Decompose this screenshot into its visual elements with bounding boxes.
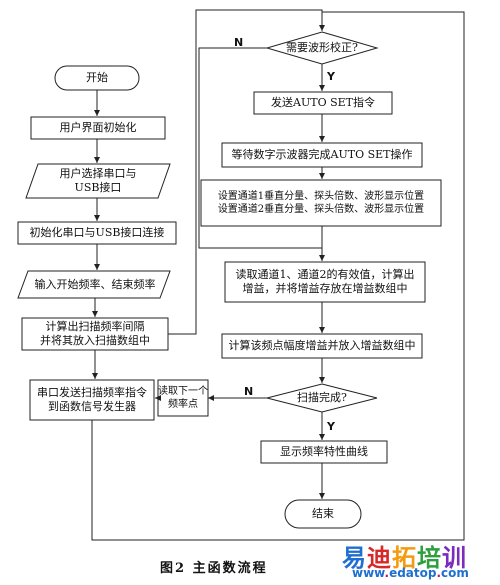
scan-yes-label: Y [327,420,335,433]
calc-gain-label: 计算该频点幅度增益并放入增益数组中 [228,339,416,352]
read-next-point-label: 读取下一个 频率点 [158,386,208,410]
start-node: 开始 [55,66,139,90]
set-channels-node: 设置通道1垂直分量、探头倍数、波形显示位置 设置通道2垂直分量、探头倍数、波形显… [201,180,441,226]
watermark-url-suffix: com [441,566,469,580]
init-ports-connect-label: 初始化串口与USB接口连接 [29,226,165,239]
watermark-url-prefix: www [352,566,385,580]
start-label: 开始 [86,71,108,84]
user-ui-init-shape [30,116,166,140]
serial-send-scan-label: 串口发送扫描频率指令 到函数信号发生器 [37,386,147,413]
edge-to-correct-decision [168,9,325,335]
init-ports-connect-node: 初始化串口与USB接口连接 [18,222,176,244]
calc-scan-interval-node: 计算出扫描频率间隔 并将其放入扫描数组中 [22,318,168,350]
watermark-url-mid: edatop [389,566,437,580]
watermark-brand: 易迪拓培训 [342,538,467,573]
user-select-ports-node: 用户选择串口与 USB接口 [32,164,164,198]
show-curve-label: 显示频率特性曲线 [280,445,368,458]
watermark-url-sep1: . [384,566,390,580]
watermark-char: 培 [417,544,442,572]
calc-scan-interval-label: 计算出扫描频率间隔 并将其放入扫描数组中 [40,320,150,347]
send-auto-set-label: 发送AUTO SET指令 [271,96,375,109]
set-channels-label: 设置通道1垂直分量、探头倍数、波形显示位置 设置通道2垂直分量、探头倍数、波形显… [217,191,425,215]
edge-serial-send-loop [91,11,465,541]
show-curve-node: 显示频率特性曲线 [261,441,387,463]
user-ui-init-node: 用户界面初始化 [31,117,165,139]
scan-complete-label: 扫描完成? [297,391,347,404]
watermark-char: 拓 [392,544,417,572]
end-shape [284,499,362,529]
input-freqs-node: 输入开始频率、结束频率 [24,271,166,298]
end-node: 结束 [285,500,361,528]
user-select-ports-shape [25,163,171,199]
wait-auto-set-node: 等待数字示波器完成AUTO SET操作 [222,143,422,167]
figure-caption: 图2 主函数流程 [160,561,268,576]
watermark-url: www.edatop.com [352,566,469,580]
need-waveform-correct-node: 需要波形校正? [267,32,377,64]
user-ui-init-label: 用户界面初始化 [59,121,137,134]
show-curve-shape [260,440,388,464]
input-freqs-shape [17,270,171,299]
read-channel-values-label: 读取通道1、通道2的有效值，计算出 增益，并将增益存放在增益数组中 [235,268,415,295]
watermark-char: 迪 [367,544,392,572]
calc-gain-node: 计算该频点幅度增益并放入增益数组中 [222,334,422,358]
end-label: 结束 [312,507,334,520]
correct-no-label: N [234,36,244,49]
send-auto-set-shape [253,91,393,115]
correct-yes-label: Y [327,70,335,83]
wait-auto-set-label: 等待数字示波器完成AUTO SET操作 [231,148,413,161]
watermark-char: 易 [342,544,367,572]
input-freqs-label: 输入开始频率、结束频率 [34,277,156,291]
watermark-char: 训 [442,544,467,572]
set-channels-shape [200,179,442,227]
watermark-url-sep2: . [436,566,442,580]
edge-correct-no [198,47,325,261]
calc-gain-shape [221,333,423,359]
serial-send-scan-node: 串口发送扫描频率指令 到函数信号发生器 [30,380,154,420]
scan-complete-node: 扫描完成? [267,384,377,412]
read-next-point-node: 读取下一个 频率点 [158,380,208,416]
send-auto-set-node: 发送AUTO SET指令 [254,92,392,114]
read-channel-values-shape [224,261,426,303]
calc-scan-interval-shape [21,317,169,351]
read-channel-values-node: 读取通道1、通道2的有效值，计算出 增益，并将增益存放在增益数组中 [225,262,425,302]
user-select-ports-label: 用户选择串口与 USB接口 [59,167,137,194]
scan-no-label: N [244,385,254,398]
need-waveform-correct-label: 需要波形校正? [286,41,358,54]
wait-auto-set-shape [221,142,423,168]
